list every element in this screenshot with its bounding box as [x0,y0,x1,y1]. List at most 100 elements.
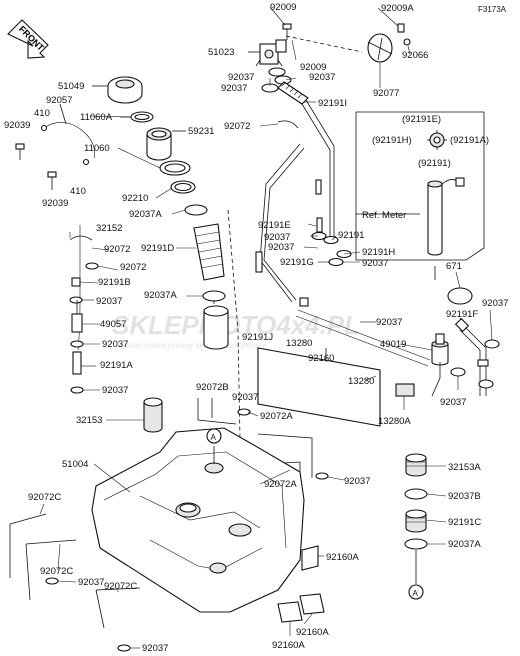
callout-labels: 92009 92009A 51023 92066 92009 92037 920… [4,2,508,654]
callout: 92037 [221,83,247,94]
callout: 92037 [440,397,466,408]
filler-neck [146,127,172,161]
callout: 51023 [208,47,234,58]
pump-51023 [255,39,287,67]
watermark: SKLEPMOTO4x4.PL sklep motocyklowy sklep … [112,310,360,350]
callout: 92037 [344,476,370,487]
callout: 92037B [448,491,481,502]
callout: 92077 [373,88,399,99]
callout: 92072A [264,479,297,490]
callout: 92072C [40,566,73,577]
leader-lines [39,6,493,649]
screw-92009 [282,23,292,40]
callout: 92191A [100,360,133,371]
fuel-tank [91,427,305,613]
clamp-92037A-lower [202,290,226,302]
callout: 92009A [381,3,414,14]
callout: 92037 [228,72,254,83]
svg-text:A: A [211,433,217,442]
callout: 92037 [362,258,388,269]
callout: 92009 [270,2,296,13]
callout: 92037 [142,643,168,654]
callout: 92037 [376,317,402,328]
callout: (92191H) [372,135,412,146]
callout: 92037 [102,339,128,350]
callout: 32153A [448,462,481,473]
callout: 92160 [308,353,334,364]
callout: 92037 [232,392,258,403]
callout: 11060A [80,112,113,123]
callout: 92191C [448,517,481,528]
callout: 92191J [242,332,273,343]
callout: 92191G [280,257,314,268]
callout: 11060 [84,143,110,154]
callout: 92072C [104,581,137,592]
callout: 32152 [96,223,122,234]
strap-92072C-b [25,539,77,601]
svg-text:A: A [413,589,419,598]
hose-92191C [405,509,427,533]
callout: 92160A [326,552,359,563]
callout: 92037 [78,577,104,588]
fuel-meter [427,177,465,256]
callout: 92072 [224,121,250,132]
filter-49019 [431,333,449,366]
callout: 92191I [318,98,347,109]
diagram-code: F3173A [478,5,507,14]
callout: 92037 [264,232,290,243]
callout: 59231 [188,126,214,137]
callout: 92072A [260,411,293,422]
watermark-subtext: sklep motocyklowy sklep motocyklowy [122,340,267,350]
callout: 92072 [104,244,130,255]
callout: 92037 [102,385,128,396]
callout: 92037A [144,290,177,301]
callout: 410 [34,108,50,119]
front-arrow: FRONT [7,19,49,59]
ref-meter-label: Ref. Meter [362,210,406,221]
callout: 92191D [141,243,174,254]
callout: 92009 [300,62,326,73]
callout: (92191) [418,158,451,169]
cup-32153A [405,453,427,477]
oring-671 [447,287,473,305]
callout: 92037 [96,296,122,307]
screw-92039 [15,143,57,190]
clamp-92037B [404,488,428,500]
callout: 92039 [42,198,68,209]
callout: (92191E) [402,114,441,125]
watermark-text: SKLEPMOTO4x4.PL [112,310,360,340]
pad-92160 [257,347,381,427]
callout: 92191E [258,220,291,231]
ref-marker-tank: A [206,428,222,444]
callout: 13280 [286,338,312,349]
callout: 49057 [100,319,126,330]
lever-92077 [367,33,393,63]
callout: 49019 [380,339,406,350]
callout: 92037 [309,72,335,83]
fuel-cap [107,76,143,104]
callout: 92066 [402,50,428,61]
callout: 13280 [348,376,374,387]
callout: 13280A [378,416,411,427]
filter-sleeve [203,305,229,350]
callout: 92057 [46,95,72,106]
callout: 92191F [446,309,478,320]
callout: 92037A [448,539,481,550]
callout: 92072B [196,382,229,393]
cup-32153 [143,397,163,433]
callout: 92037 [482,298,508,309]
callout: 92072C [28,492,61,503]
strap-92072B [197,398,237,425]
strap-92072C-c [95,587,141,629]
clamp-92037A-right [404,538,428,550]
callout: 92160A [296,627,329,638]
filler-hose [193,223,225,281]
callout: 671 [446,261,462,272]
callout: 92191 [338,230,364,241]
callout: (92191A) [450,135,489,146]
callout: 92037A [129,209,162,220]
cap-tether [43,122,96,159]
callout: 92191B [98,277,131,288]
